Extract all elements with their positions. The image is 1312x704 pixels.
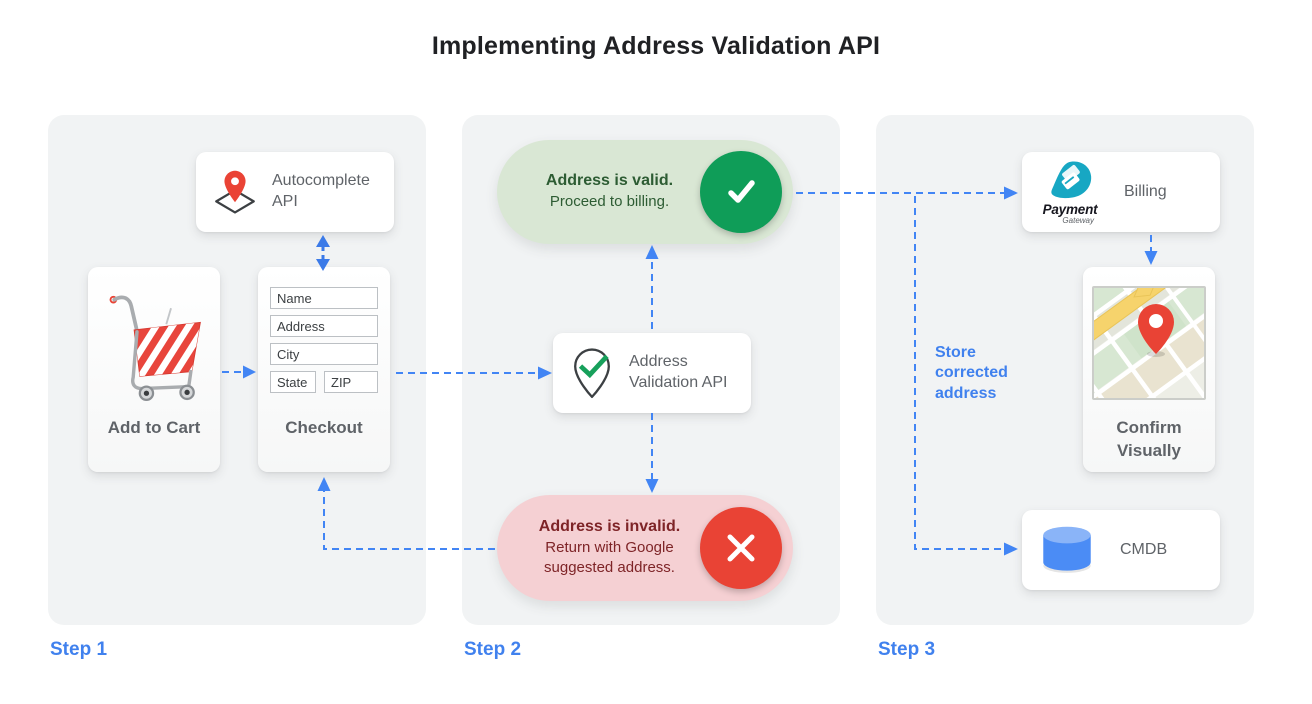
payment-gateway-logo: Payment Gateway <box>1038 159 1102 225</box>
map-thumbnail <box>1092 286 1206 400</box>
address-field: Address <box>270 315 378 337</box>
add-to-cart-node: Add to Cart <box>88 267 220 472</box>
valid-pill-title: Address is valid. <box>545 172 674 190</box>
checkout-node: Name Address City State ZIP Checkout <box>258 267 390 472</box>
autocomplete-api-node: Autocomplete API <box>196 152 394 232</box>
state-field: State <box>270 371 316 393</box>
zip-field: ZIP <box>324 371 378 393</box>
autocomplete-api-label: Autocomplete API <box>272 172 370 210</box>
name-field: Name <box>270 287 378 309</box>
checkout-label: Checkout <box>285 418 363 437</box>
check-icon <box>700 151 782 233</box>
database-icon <box>1043 526 1091 573</box>
page-title: Implementing Address Validation API <box>431 32 881 60</box>
billing-label: Billing <box>1124 182 1167 200</box>
step2-panel: Address is valid. Proceed to billing. Ad… <box>462 115 840 625</box>
checkout-form: Name Address City State ZIP <box>270 287 378 393</box>
payment-logo-title: Payment <box>1042 202 1098 217</box>
valid-pill-subtitle: Proceed to billing. <box>549 193 670 211</box>
shopping-cart-icon <box>109 295 201 402</box>
step3-label: Step 3 <box>878 639 936 660</box>
step1-label: Step 1 <box>50 639 108 660</box>
billing-node: Payment Gateway Billing <box>1022 152 1220 232</box>
confirm-visually-node: Confirm Visually <box>1083 267 1215 472</box>
address-validation-api-label: Address Validation API <box>629 353 728 391</box>
payment-gateway-blob-icon <box>1051 161 1092 199</box>
map-pin-diamond-icon <box>215 170 255 214</box>
cmdb-node: CMDB <box>1022 510 1220 590</box>
store-corrected-address-note: Store corrected address <box>935 344 1008 402</box>
invalid-pill-subtitle: Return with Google suggested address. <box>544 539 675 576</box>
pin-check-icon <box>574 348 610 399</box>
address-validation-api-node: Address Validation API <box>553 333 751 413</box>
step2-label: Step 2 <box>464 639 522 660</box>
add-to-cart-label: Add to Cart <box>107 418 201 437</box>
invalid-pill-title: Address is invalid. <box>538 518 681 536</box>
step3-panel: Payment Gateway Billing <box>876 115 1254 625</box>
city-field: City <box>270 343 378 365</box>
x-icon <box>700 507 782 589</box>
step1-panel: Autocomplete API <box>48 115 426 625</box>
payment-logo-subtitle: Gateway <box>1062 216 1094 225</box>
cmdb-label: CMDB <box>1120 540 1168 558</box>
address-valid-pill: Address is valid. Proceed to billing. <box>497 140 793 244</box>
confirm-visually-label: Confirm Visually <box>1116 418 1182 460</box>
address-invalid-pill: Address is invalid. Return with Google s… <box>497 495 793 601</box>
